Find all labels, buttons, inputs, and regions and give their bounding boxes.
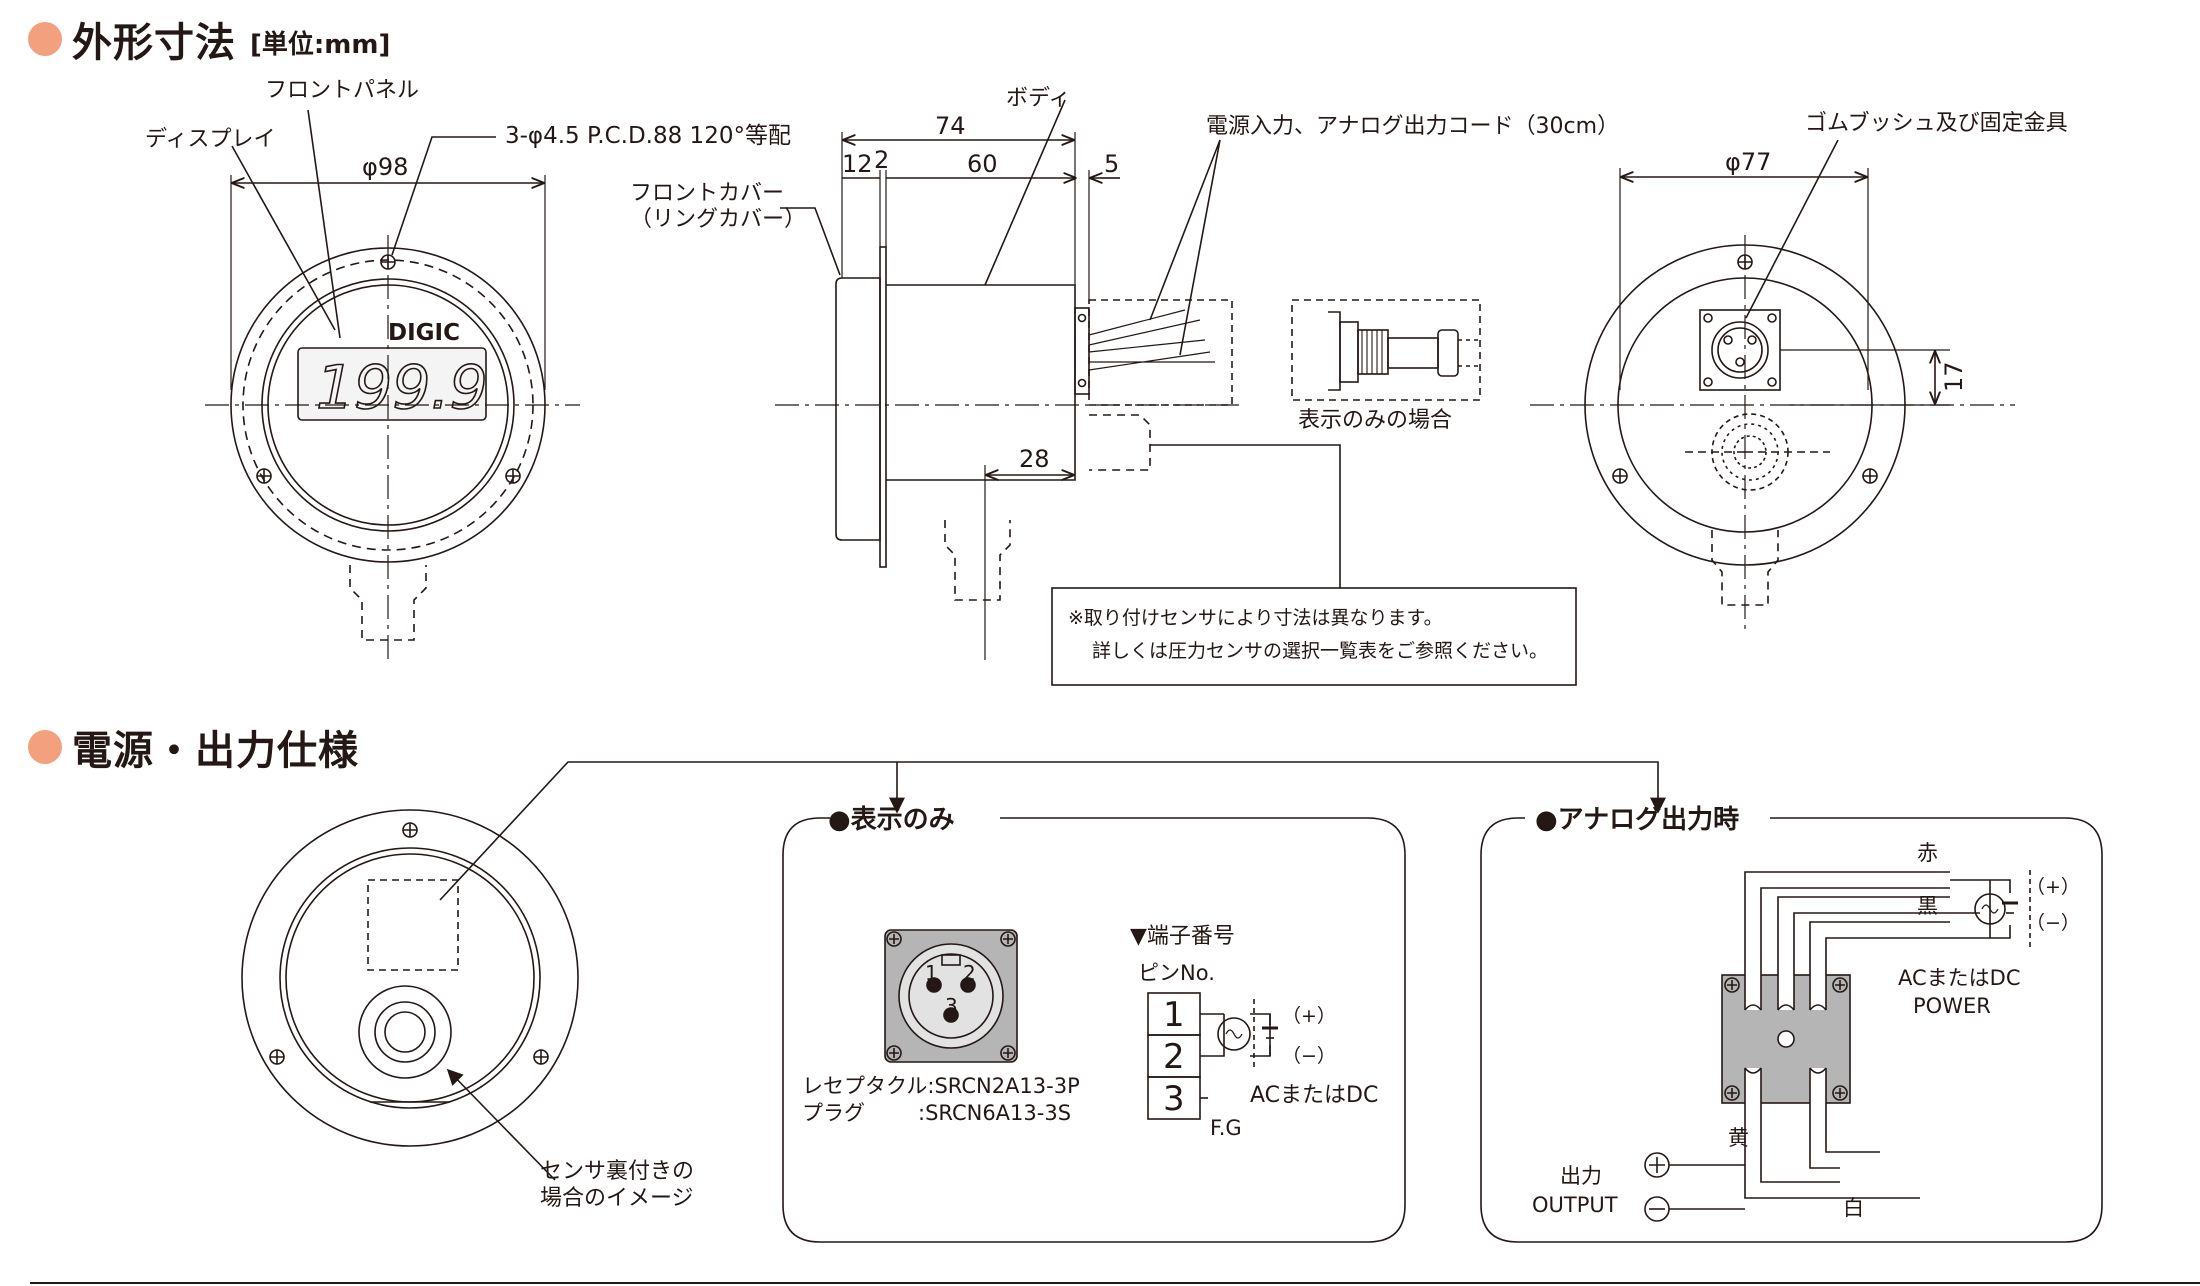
fg-label: F.G — [1210, 1116, 1242, 1140]
power-label-1: ACまたはDC — [1898, 966, 2021, 990]
dim-12: 12 — [842, 150, 873, 178]
terminal-title: ▼端子番号 — [1130, 924, 1235, 949]
rear-view — [1530, 139, 2015, 630]
display-label: ディスプレイ — [145, 127, 275, 152]
front-view — [205, 109, 580, 665]
power-heading: 電源・出力仕様 — [28, 718, 359, 776]
wire-red-label: 赤 — [1917, 841, 1938, 865]
analog-plus-label: （+） — [2026, 876, 2080, 898]
front-cover-label-2: （リングカバー） — [630, 207, 806, 232]
power-title: 電源・出力仕様 — [72, 728, 359, 774]
output-label-1: 出力 — [1560, 1164, 1602, 1188]
dim-2: 2 — [874, 146, 889, 174]
mounting-hole-icon — [1612, 468, 1628, 484]
wire-white-label: 白 — [1843, 1196, 1864, 1220]
mounting-hole-icon — [256, 468, 272, 484]
front-panel-label: フロントパネル — [265, 78, 419, 103]
front-cover-label-1: フロントカバー — [630, 181, 784, 206]
plug-model: :SRCN6A13-3S — [918, 1101, 1071, 1125]
mounting-hole-icon — [1862, 468, 1878, 484]
dim-28: 28 — [1019, 445, 1050, 473]
wire-yellow-label: 黄 — [1728, 1126, 1749, 1150]
body-label: ボディ — [1006, 86, 1070, 111]
bullet-dot-icon — [28, 22, 62, 56]
bullet-dot-icon — [28, 730, 62, 764]
mounting-holes-label: 3-φ4.5 P.C.D.88 120°等配 — [505, 123, 791, 149]
pin-mark-3: 3 — [945, 994, 958, 1018]
mounting-hole-icon — [402, 822, 418, 838]
power-label-2: POWER — [1913, 994, 1991, 1018]
mounting-hole-icon — [269, 1049, 285, 1065]
brand-label: DIGIC — [388, 320, 460, 346]
display-only-title: ●表示のみ — [828, 805, 955, 835]
wire-black-label: 黒 — [1917, 894, 1938, 918]
note-line-2: 詳しくは圧力センサの選択一覧表をご参照ください。 — [1092, 640, 1548, 662]
pin-number-3: 3 — [1163, 1079, 1185, 1119]
dim-17: 17 — [1940, 361, 1968, 392]
connector-view — [1291, 299, 1481, 401]
cord-label: 電源入力、アナログ出力コード（30cm） — [1206, 114, 1619, 139]
analog-minus-label: （−） — [2026, 912, 2080, 934]
side-view — [775, 99, 1577, 686]
rear-image-label-1: センサ裏付きの — [540, 1159, 694, 1184]
rubber-bushing-label: ゴムブッシュ及び固定金具 — [1805, 111, 2068, 136]
dim-phi98: φ98 — [362, 153, 408, 181]
pin-number-1: 1 — [1163, 995, 1185, 1035]
rear-image-label-2: 場合のイメージ — [540, 1186, 694, 1211]
dimensions-heading: 外形寸法 [単位:mm] — [28, 10, 390, 68]
plus-label: （+） — [1282, 1005, 1336, 1027]
rear-image — [241, 761, 1666, 1181]
dim-phi77: φ77 — [1725, 148, 1771, 176]
dim-5: 5 — [1104, 150, 1119, 178]
pin-number-2: 2 — [1163, 1037, 1185, 1077]
analog-output-panel — [1480, 817, 2103, 1243]
supply-label: ACまたはDC — [1250, 1083, 1378, 1108]
dim-60: 60 — [967, 150, 998, 178]
plug-label: プラグ — [802, 1101, 865, 1125]
dim-74: 74 — [935, 112, 966, 140]
display-only-panel — [782, 817, 1406, 1243]
display-readout: 199.9 — [316, 353, 488, 423]
minus-label: （−） — [1282, 1045, 1336, 1067]
output-label-2: OUTPUT — [1532, 1193, 1618, 1217]
mounting-hole-icon — [533, 1049, 549, 1065]
dimensions-title: 外形寸法 — [72, 20, 236, 66]
analog-title: ●アナログ出力時 — [1535, 805, 1739, 835]
pin-header: ピンNo. — [1138, 961, 1215, 985]
pin-mark-2: 2 — [963, 961, 976, 985]
receptacle-label: レセプタクル:SRCN2A13-3P — [802, 1074, 1080, 1098]
mounting-hole-icon — [505, 468, 521, 484]
note-line-1: ※取り付けセンサにより寸法は異なります。 — [1068, 607, 1443, 629]
unit-label: [単位:mm] — [250, 29, 391, 60]
display-only-case-label: 表示のみの場合 — [1298, 408, 1452, 433]
pin-mark-1: 1 — [925, 961, 938, 985]
